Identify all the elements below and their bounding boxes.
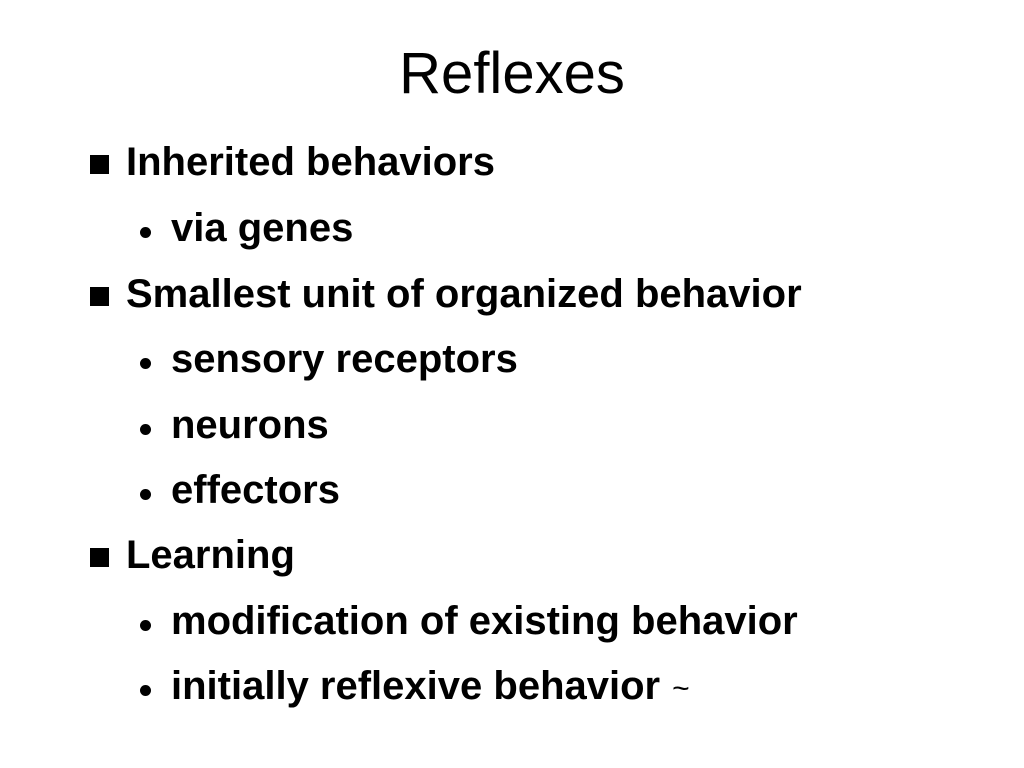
- subbullet-initially-reflexive: initially reflexive behavior ~: [140, 661, 690, 711]
- square-bullet-icon: [90, 154, 109, 174]
- bullet-learning: Learning: [90, 530, 295, 580]
- dot-bullet-icon: [140, 488, 151, 500]
- subbullet-text: modification of existing behavior: [171, 599, 798, 643]
- subbullet-neurons: neurons: [140, 400, 329, 450]
- subbullet-text: neurons: [171, 403, 329, 447]
- subbullet-text: initially reflexive behavior: [171, 664, 661, 708]
- subbullet-text: effectors: [171, 468, 340, 512]
- tilde-mark: ~: [672, 672, 690, 705]
- square-bullet-icon: [90, 286, 109, 306]
- subbullet-modification: modification of existing behavior: [140, 596, 798, 646]
- subbullet-text: sensory receptors: [171, 337, 518, 381]
- subbullet-via-genes: via genes: [140, 203, 353, 253]
- dot-bullet-icon: [140, 619, 151, 631]
- subbullet-sensory-receptors: sensory receptors: [140, 334, 518, 384]
- slide-title: Reflexes: [399, 41, 625, 106]
- bullet-text: Smallest unit of organized behavior: [126, 272, 802, 316]
- subbullet-text: via genes: [171, 206, 354, 250]
- dot-bullet-icon: [140, 423, 151, 435]
- bullet-inherited-behaviors: Inherited behaviors: [90, 137, 495, 187]
- bullet-text: Inherited behaviors: [126, 140, 495, 184]
- bullet-text: Learning: [126, 533, 295, 577]
- bullet-smallest-unit: Smallest unit of organized behavior: [90, 269, 802, 319]
- subbullet-effectors: effectors: [140, 465, 340, 515]
- dot-bullet-icon: [140, 684, 151, 696]
- dot-bullet-icon: [140, 357, 151, 369]
- square-bullet-icon: [90, 547, 109, 567]
- dot-bullet-icon: [140, 226, 151, 238]
